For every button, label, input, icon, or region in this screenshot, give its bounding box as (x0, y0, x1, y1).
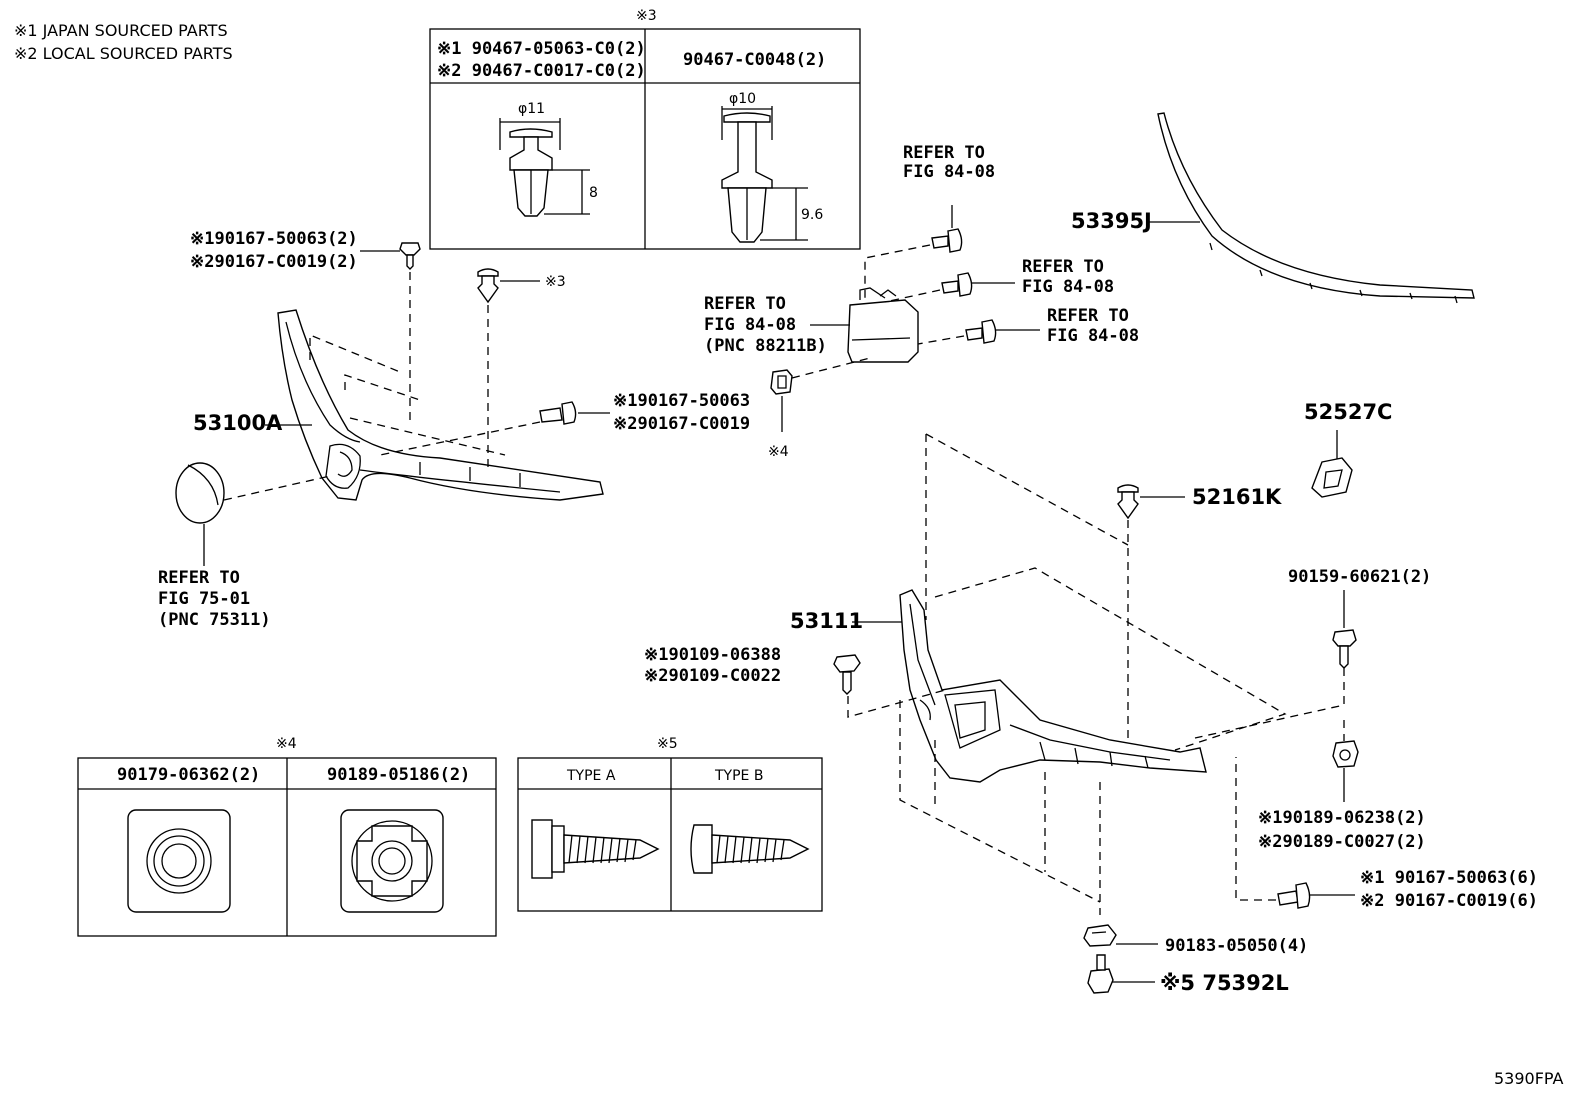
inset5-title: ※5 (657, 736, 678, 752)
note-japan-sourced: ※1 JAPAN SOURCED PARTS (14, 21, 228, 40)
emblem-refer: REFER TO (158, 568, 240, 588)
bolt-right-part-number: 90159-60621(2) (1288, 567, 1431, 587)
nut-right-japan: ※190189-06238(2) (1258, 808, 1426, 828)
inset3-col1-line1: ※1 90467-05063-C0(2) (437, 39, 646, 59)
bracket-icon (1311, 457, 1353, 498)
nut-icon (1332, 740, 1359, 768)
bracket-part-number: 52527C (1304, 400, 1392, 424)
inset3-col1-line2: ※2 90467-C0017-C0(2) (437, 61, 646, 81)
radiator-grille-53100A (277, 309, 604, 501)
inset3-dia1: φ11 (518, 101, 545, 117)
flange-screw-icon (531, 819, 660, 879)
bolt-left-local: ※290109-C0022 (644, 666, 781, 686)
inset3-dia2: φ10 (729, 91, 756, 107)
bolt-top-japan: ※190167-50063(2) (190, 229, 358, 249)
bolt-icon (399, 242, 421, 270)
bolt-left-japan: ※190109-06388 (644, 645, 781, 665)
push-clip-icon (721, 106, 808, 243)
bolt-icon (941, 272, 973, 297)
nut-icon (770, 369, 793, 395)
retainer-part-number: 53111 (790, 609, 863, 633)
inset5-col2: TYPE B (714, 768, 763, 784)
bolt-c-fig: FIG 84-08 (1047, 326, 1139, 346)
inset-nut-detail: ※4 90179-06362(2) 90189-05186(2) (77, 736, 497, 937)
sensor-icon (847, 287, 919, 363)
bolt-icon (965, 319, 997, 344)
bolt-mid-local: ※290167-C0019 (613, 414, 750, 434)
inset4-col2: 90189-05186(2) (327, 765, 470, 785)
screw-icon (1087, 954, 1114, 994)
bolt-b-fig: FIG 84-08 (1022, 277, 1114, 297)
nut-ref: ※4 (768, 444, 789, 460)
grille-molding (1157, 112, 1475, 304)
square-nut-icon (340, 809, 444, 913)
clip-ref: ※3 (545, 274, 566, 290)
inset5-col1: TYPE A (566, 768, 616, 784)
inset4-col1: 90179-06362(2) (117, 765, 260, 785)
bolt-a-fig: FIG 84-08 (903, 162, 995, 182)
inset-screw-detail: ※5 TYPE A TYPE B (517, 736, 823, 912)
bolt-br-japan: ※1 90167-50063(6) (1360, 868, 1538, 888)
nut-right-local: ※290189-C0027(2) (1258, 832, 1426, 852)
sensor-refer: REFER TO (704, 294, 786, 314)
emblem-pnc: (PNC 75311) (158, 610, 271, 630)
inset3-title: ※3 (636, 8, 657, 24)
nut-icon (1083, 924, 1117, 947)
screw-bottom-part-number: ※5 75392L (1160, 971, 1289, 995)
nut-bottom-part-number: 90183-05050(4) (1165, 936, 1308, 956)
clip-icon (1117, 484, 1139, 520)
molding-part-number: 53395J (1071, 209, 1152, 233)
bolt-icon (1277, 882, 1311, 909)
bolt-top-local: ※290167-C0019(2) (190, 252, 358, 272)
sensor-pnc: (PNC 88211B) (704, 336, 827, 356)
round-nut-icon (127, 809, 231, 913)
bolt-mid-japan: ※190167-50063 (613, 391, 750, 411)
bolt-icon (931, 228, 963, 253)
clip2-part-number: 52161K (1192, 485, 1282, 509)
clip-icon (477, 268, 499, 304)
inset3-dim1: 8 (589, 185, 598, 201)
bolt-icon (1332, 629, 1357, 669)
bolt-c-refer: REFER TO (1047, 306, 1129, 326)
emblem-icon (175, 462, 225, 524)
bolt-a-refer: REFER TO (903, 143, 985, 163)
bolt-b-refer: REFER TO (1022, 257, 1104, 277)
push-clip-icon (499, 118, 590, 217)
bolt-br-local: ※2 90167-C0019(6) (1360, 891, 1538, 911)
inset4-title: ※4 (276, 736, 297, 752)
inset3-col2: 90467-C0048(2) (683, 50, 826, 70)
emblem-fig: FIG 75-01 (158, 589, 250, 609)
inset3-dim2: 9.6 (801, 207, 823, 223)
bolt-icon (833, 654, 861, 695)
inset-clip-detail: ※3 ※1 90467-05063-C0(2) ※2 90467-C0017-C… (429, 8, 861, 250)
bolt-icon (539, 401, 577, 425)
grille-retainer (899, 589, 1207, 783)
sensor-fig: FIG 84-08 (704, 315, 796, 335)
pan-screw-icon (690, 824, 810, 874)
note-local-sourced: ※2 LOCAL SOURCED PARTS (14, 44, 233, 63)
grille-part-number: 53100A (193, 411, 283, 435)
figure-code: 5390FPA (1494, 1069, 1564, 1088)
